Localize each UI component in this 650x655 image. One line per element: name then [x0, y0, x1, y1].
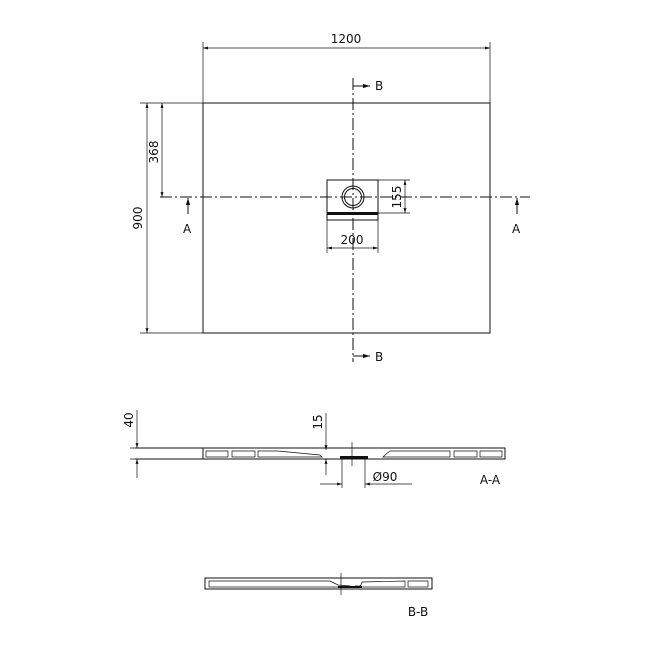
section-a-marker-left: A	[183, 222, 192, 236]
drain-outer-circle	[341, 185, 365, 209]
width-label: 1200	[331, 32, 362, 46]
section-b-marker-top: B	[375, 79, 383, 93]
depth-label: 15	[311, 414, 325, 429]
section-bb-title: B-B	[408, 605, 428, 619]
drain-inner-circle	[344, 188, 362, 206]
thickness-label: 40	[122, 412, 136, 427]
shower-tray-outline	[202, 102, 491, 334]
drain-offset-label: 368	[147, 141, 161, 164]
drain-box-width-label: 200	[341, 233, 364, 247]
drain-diameter-label: Ø90	[373, 470, 398, 484]
section-bb: B-B	[204, 573, 433, 619]
section-b-marker-bottom: B	[375, 350, 383, 364]
section-a-marker-right: A	[512, 222, 521, 236]
drain-box-height-label: 155	[390, 186, 404, 209]
drain-grate-bar	[327, 212, 378, 215]
drain-box	[326, 179, 379, 221]
plan-view: 1200 900 368 155 200 A A B B	[131, 32, 530, 364]
height-label: 900	[131, 207, 145, 230]
section-aa-title: A-A	[480, 473, 501, 487]
section-aa: 40 15 Ø90 A-A	[122, 410, 506, 488]
